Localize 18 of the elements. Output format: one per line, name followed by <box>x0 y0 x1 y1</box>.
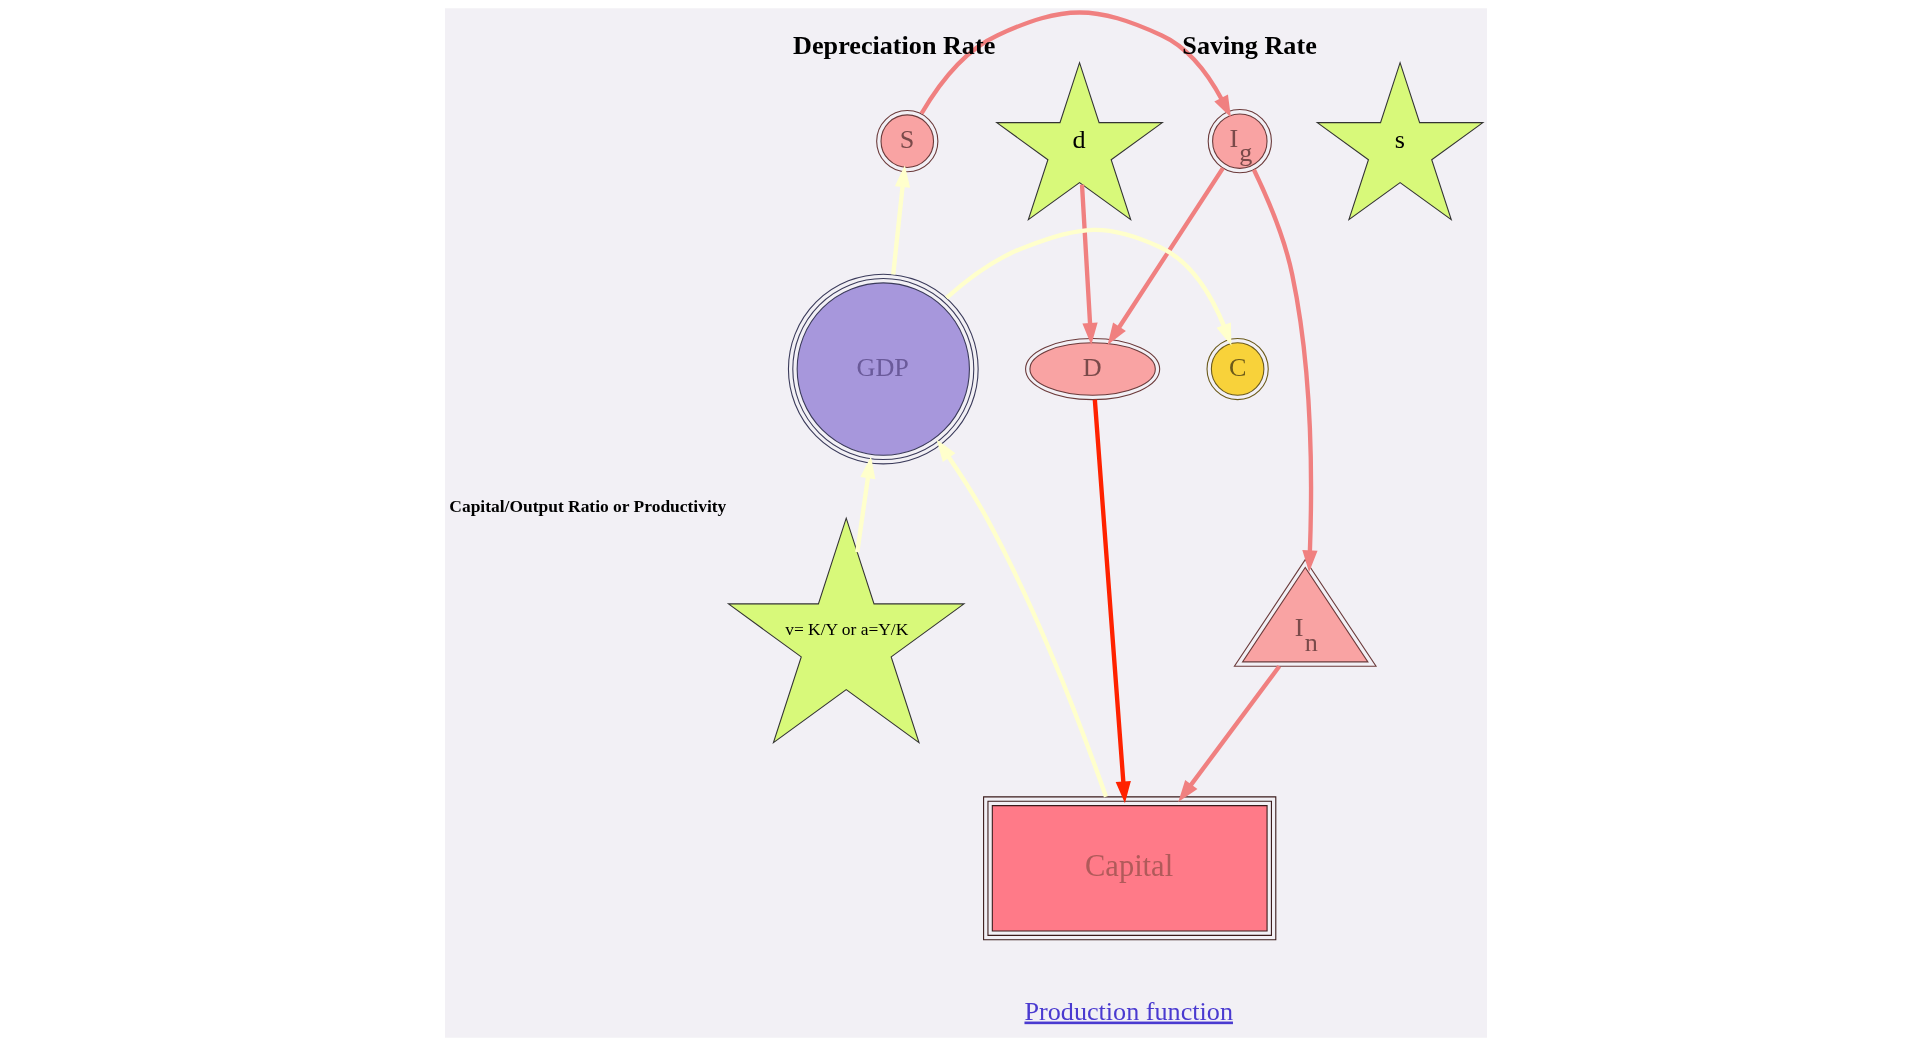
node-circle: C <box>1206 337 1269 401</box>
arrow <box>945 227 1232 346</box>
node-box: Capital <box>983 796 1277 941</box>
arrow <box>1092 399 1131 804</box>
node-label: Saving Rate <box>1182 31 1317 61</box>
arrow <box>891 165 911 275</box>
arrow <box>1251 168 1318 573</box>
arrow <box>919 10 1231 118</box>
node-label: Depreciation Rate <box>793 31 996 61</box>
arrow <box>936 439 1109 798</box>
label: Production function <box>1024 996 1233 1026</box>
node-circle: S <box>876 110 939 173</box>
arrow <box>1079 184 1098 345</box>
node-label: Capital/Output Ratio or Productivity <box>449 495 727 516</box>
arrow <box>1178 664 1282 802</box>
arrow <box>855 456 876 553</box>
arrow <box>1107 166 1225 346</box>
node-ellipse: D <box>1025 337 1161 401</box>
